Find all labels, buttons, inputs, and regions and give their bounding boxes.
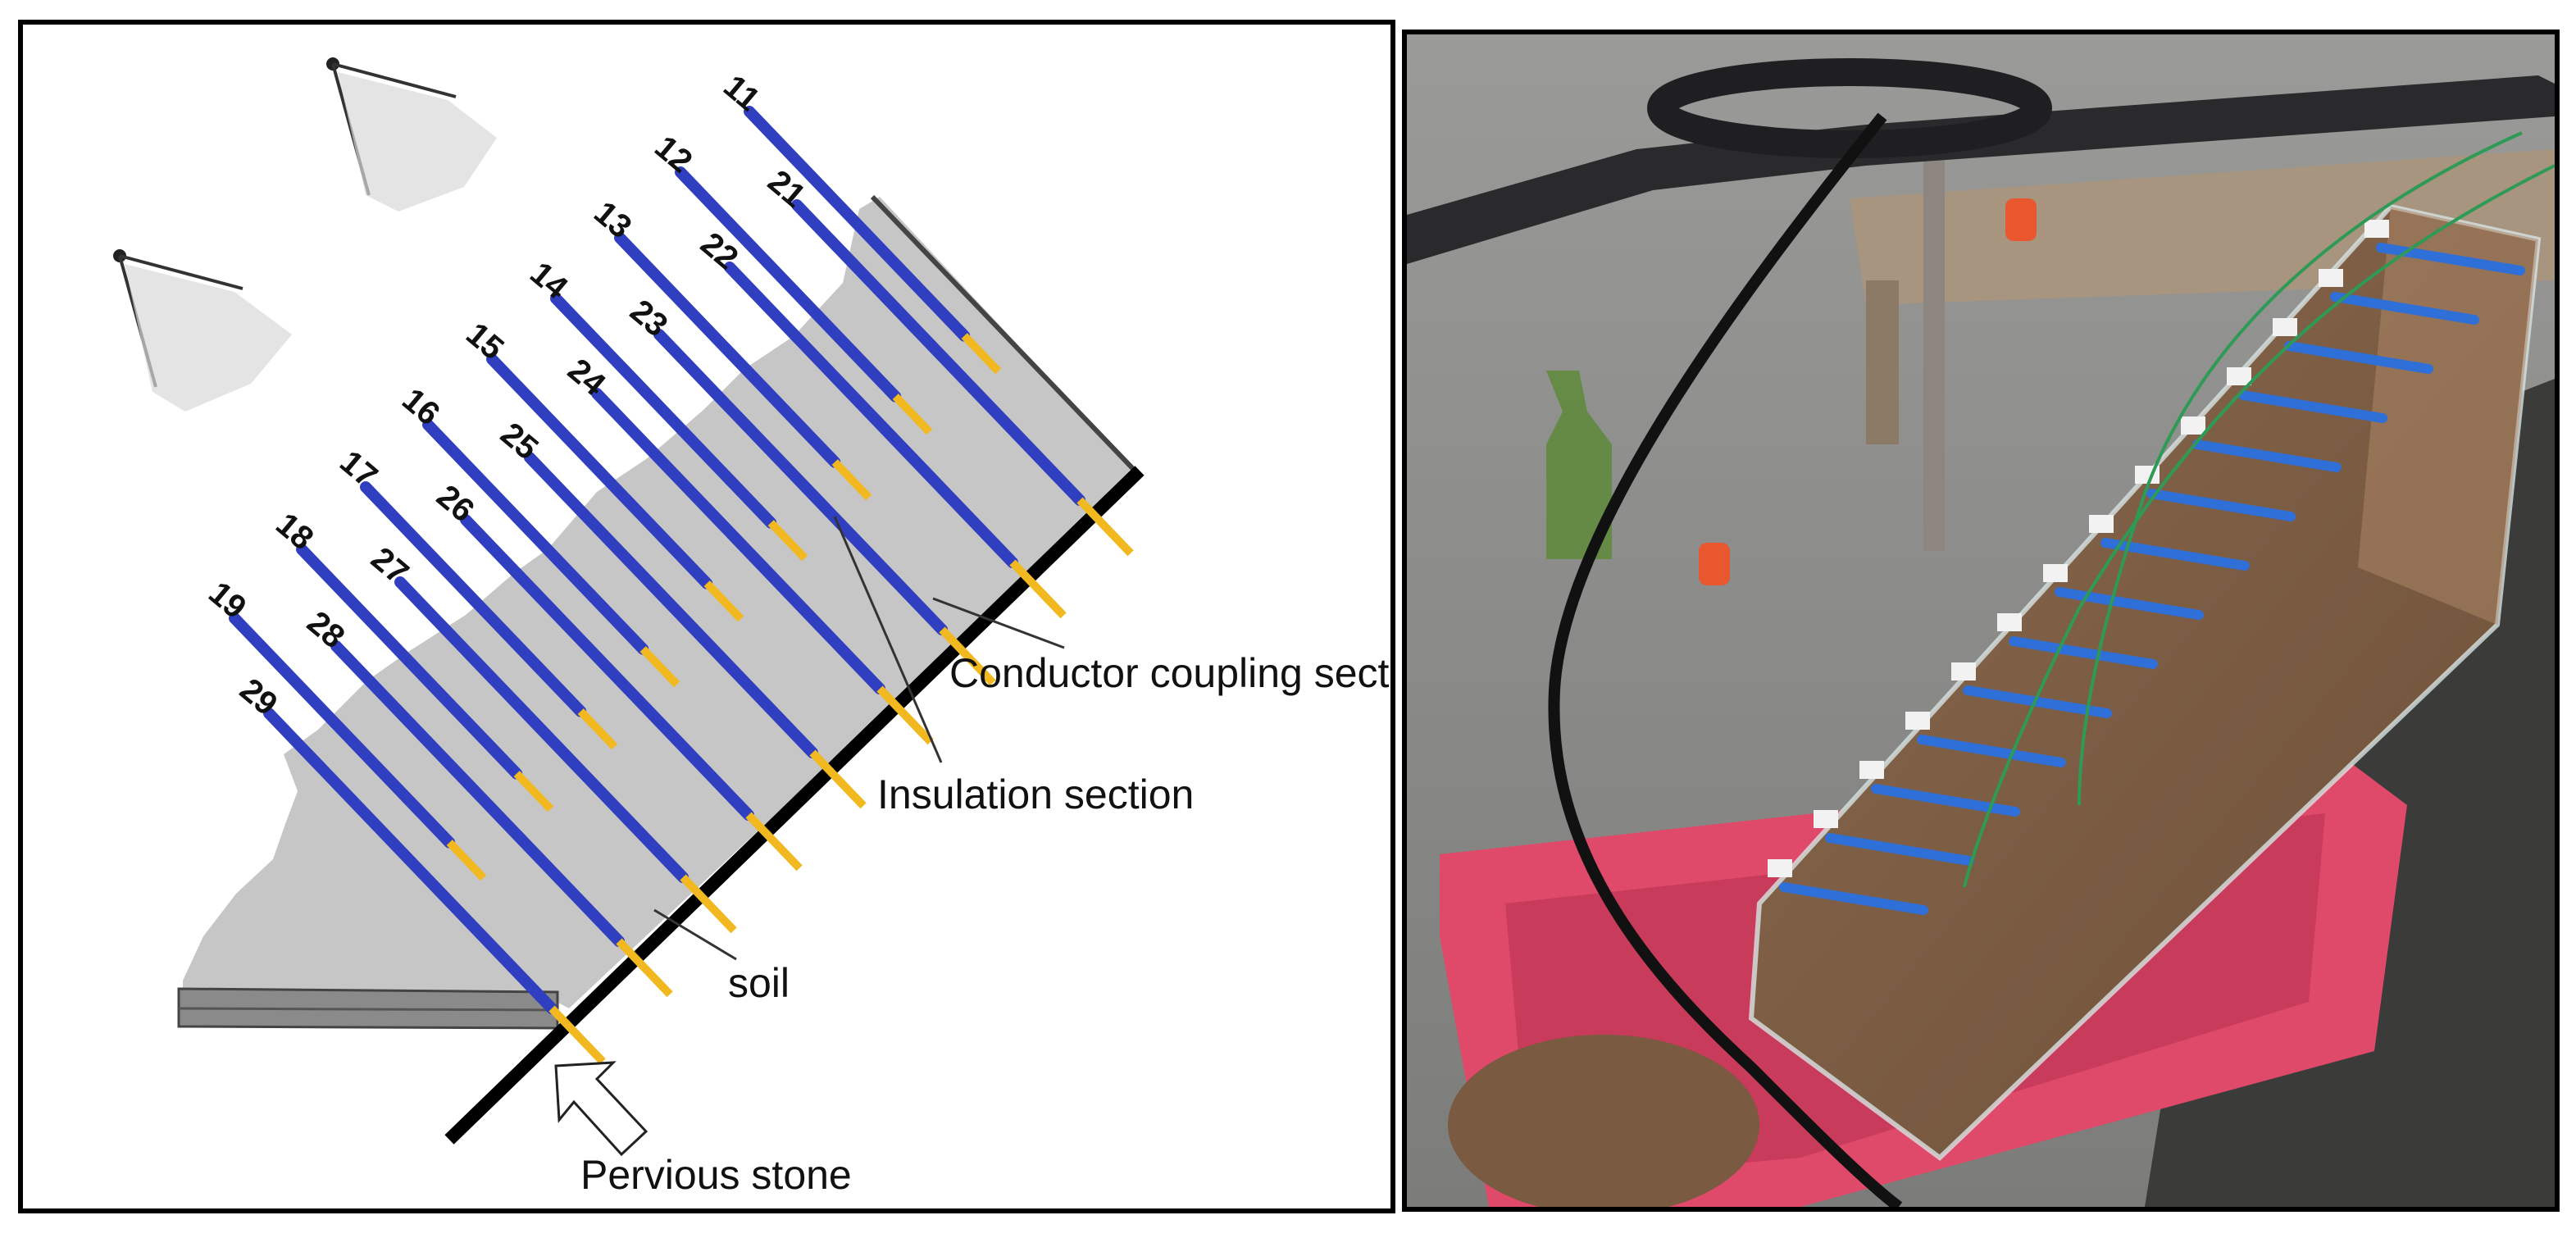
red-nozzle-icon	[1699, 543, 1730, 585]
insulation-segment	[791, 199, 1085, 506]
conductor-segment	[745, 812, 803, 872]
photo-electrode-rod	[2238, 390, 2387, 423]
electrode-id-label: 18	[269, 506, 320, 557]
conductor-segment	[767, 520, 808, 562]
electrode-array	[229, 106, 1134, 1065]
conductor-segment	[513, 771, 554, 812]
insulation-segment	[653, 329, 948, 635]
insulation-segment	[614, 232, 841, 468]
insulation-segment	[591, 388, 885, 694]
conductor-coupling-label: Conductor coupling section	[949, 650, 1390, 696]
electrode-id-label: 17	[333, 444, 384, 494]
photo-electrode-tag	[1768, 859, 1792, 877]
conductor-segment	[961, 333, 1002, 375]
insulation-segment	[724, 262, 1018, 568]
red-nozzle-icon	[2005, 198, 2037, 241]
conductor-segment	[639, 646, 680, 688]
conductor-segment	[939, 626, 996, 686]
conductor-segment	[446, 840, 487, 881]
spray-bottle-icon	[1546, 371, 1612, 559]
photo-electrode-rod	[2055, 587, 2204, 620]
experiment-photo-panel	[1402, 30, 2560, 1212]
insulation-segment	[422, 419, 649, 655]
overhead-ring	[1647, 58, 2052, 158]
stand-pole	[1923, 157, 1945, 551]
photo-electrode-tag	[1997, 613, 2022, 631]
photo-electrode-tag	[2319, 269, 2343, 287]
photo-electrode-rod	[2192, 439, 2342, 472]
electrode-id-label: 15	[459, 316, 510, 366]
photo-electrode-tag	[2364, 220, 2389, 238]
insulation-segment	[296, 544, 523, 780]
insulation-leader-line	[833, 516, 943, 763]
electrode-id-label: 11	[717, 68, 767, 118]
electrode-id-label: 14	[523, 255, 575, 307]
spilled-soil	[1448, 1035, 1759, 1207]
black-cable	[1548, 112, 1903, 1207]
conductor-segment	[809, 749, 867, 809]
photo-electrode-tag	[1905, 712, 1930, 730]
photo-electrode-rod	[1917, 735, 2066, 767]
photo-electrode-tag	[2181, 416, 2205, 435]
pervious-arrow-icon	[554, 1061, 649, 1157]
conductor-segment	[577, 708, 618, 750]
insulation-section-label: Insulation section	[877, 771, 1194, 817]
conductor-segment	[1009, 559, 1067, 619]
photo-electrode-tag	[2089, 515, 2114, 533]
overhead-arm	[1407, 75, 2555, 264]
insulation-segment	[263, 708, 558, 1014]
photo-electrode-rod	[2284, 341, 2433, 374]
photo-electrode-tag	[2227, 367, 2251, 385]
container-side-wall	[870, 194, 1139, 475]
insulation-segment	[524, 452, 818, 758]
sprinkler-icon	[326, 57, 497, 212]
bench-leg	[1866, 280, 1899, 444]
conductor-segment	[1076, 497, 1134, 557]
conductor-segment	[831, 459, 872, 501]
insulation-segment	[460, 514, 754, 821]
pervious-stone-wall	[444, 466, 1145, 1145]
conductor-segment	[548, 1005, 606, 1065]
insulation-segment	[675, 166, 902, 403]
insulation-segment	[550, 293, 777, 529]
photo-electrode-tag	[1951, 662, 1976, 680]
soil-leader-line	[653, 908, 737, 961]
insulation-segment	[394, 576, 689, 883]
soil-box	[1751, 207, 2538, 1158]
green-wire	[2078, 131, 2523, 806]
electrode-id-label: 12	[648, 129, 699, 180]
sprinkler-icon	[113, 249, 292, 412]
photo-electrode-tag	[2043, 564, 2068, 582]
conductor-segment	[876, 685, 934, 745]
insulation-segment	[360, 481, 587, 717]
conductor-segment	[616, 938, 673, 998]
photo-electrode-tag	[2273, 318, 2297, 336]
photo-electrode-rod	[2009, 636, 2158, 669]
photo-electrode-rod	[1779, 882, 1928, 915]
electrode-id-label: 16	[395, 381, 446, 432]
conductor-segment	[680, 874, 737, 934]
electrode-id-label: 19	[202, 575, 253, 626]
insulation-segment	[330, 640, 625, 947]
base-slab-edge	[178, 1007, 558, 1012]
photo-electrode-tag	[1814, 810, 1838, 828]
insulation-segment	[486, 353, 713, 589]
insulation-segment	[229, 612, 456, 849]
photo-electrode-rod	[2330, 292, 2479, 325]
conductor-segment	[892, 394, 933, 435]
conductor-segment	[703, 580, 744, 622]
experiment-photo	[1407, 34, 2555, 1207]
photo-electrode-rod	[2146, 489, 2296, 521]
photo-electrode-tag	[1859, 761, 1884, 779]
conductor-leader-line	[932, 597, 1065, 649]
photo-electrode-rod	[1825, 833, 1974, 866]
pervious-stone-label: Pervious stone	[580, 1152, 852, 1198]
insulation-segment	[744, 106, 971, 342]
photo-electrode-rod	[1963, 685, 2112, 718]
electrode-id-label: 13	[587, 194, 638, 245]
soil-label: soil	[728, 960, 790, 1006]
